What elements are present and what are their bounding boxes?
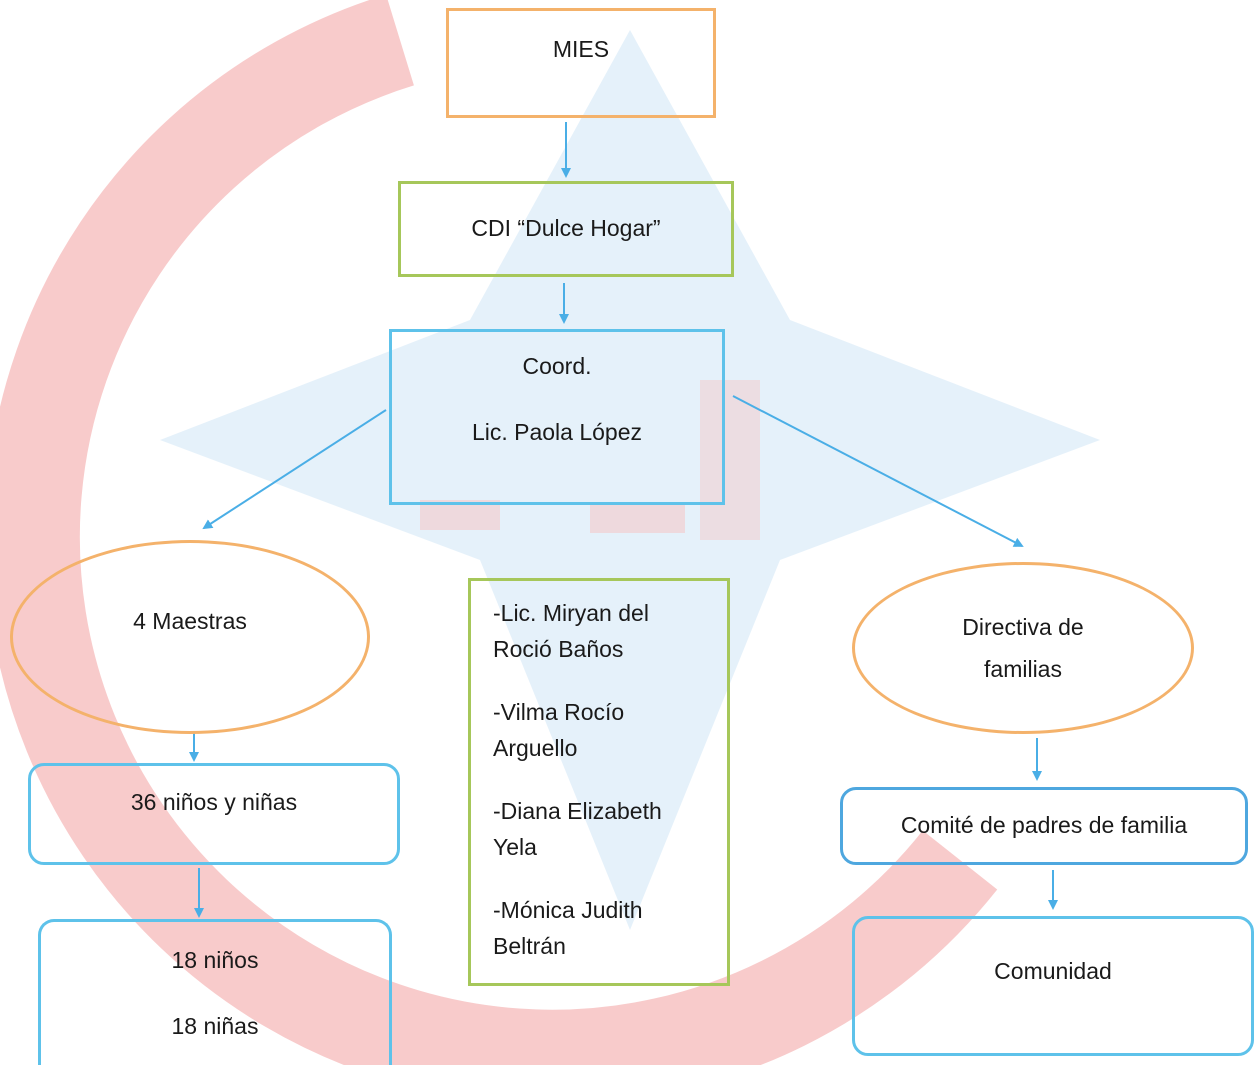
node-coordinator: Coord. Lic. Paola López xyxy=(389,329,725,505)
watermark-star xyxy=(160,30,1100,930)
ninos-label: 18 niños xyxy=(171,947,259,973)
teacher-list: -Lic. Miryan del Roció Baños -Vilma Rocí… xyxy=(468,578,730,986)
node-directiva: Directiva de familias xyxy=(852,562,1194,734)
node-maestras-label: 4 Maestras xyxy=(133,608,247,635)
node-comunidad-label: Comunidad xyxy=(994,958,1112,984)
node-directiva-label: Directiva de familias xyxy=(962,614,1084,682)
coordinator-name: Lic. Paola López xyxy=(471,418,643,445)
ninas-label: 18 niñas xyxy=(171,1012,259,1039)
node-ninos-total-label: 36 niños y niñas xyxy=(130,789,298,815)
node-comite: Comité de padres de familia xyxy=(840,787,1248,865)
node-maestras: 4 Maestras xyxy=(10,540,370,734)
coordinator-title: Coord. xyxy=(522,353,592,379)
watermark-block xyxy=(590,505,685,533)
teacher-item: -Lic. Miryan del Roció Baños xyxy=(493,600,649,662)
node-mies: MIES xyxy=(446,8,716,118)
teacher-item: -Vilma Rocío Arguello xyxy=(493,699,625,761)
node-comite-label: Comité de padres de familia xyxy=(900,812,1188,839)
arrow-coord-maestras xyxy=(202,409,387,530)
watermark-block xyxy=(420,500,500,530)
node-ninos-total: 36 niños y niñas xyxy=(28,763,400,865)
node-ninos-ninas: 18 niños 18 niñas xyxy=(38,919,392,1065)
teacher-item: -Mónica Judith Beltrán xyxy=(493,897,643,959)
node-cdi-label: CDI “Dulce Hogar” xyxy=(471,215,661,242)
teacher-item: -Diana Elizabeth Yela xyxy=(493,798,662,860)
node-mies-label: MIES xyxy=(552,36,610,62)
node-cdi: CDI “Dulce Hogar” xyxy=(398,181,734,277)
node-comunidad: Comunidad xyxy=(852,916,1254,1056)
watermark-ring xyxy=(0,0,998,1065)
arrow-coord-directiva xyxy=(732,395,1024,547)
watermark-block xyxy=(700,380,760,540)
